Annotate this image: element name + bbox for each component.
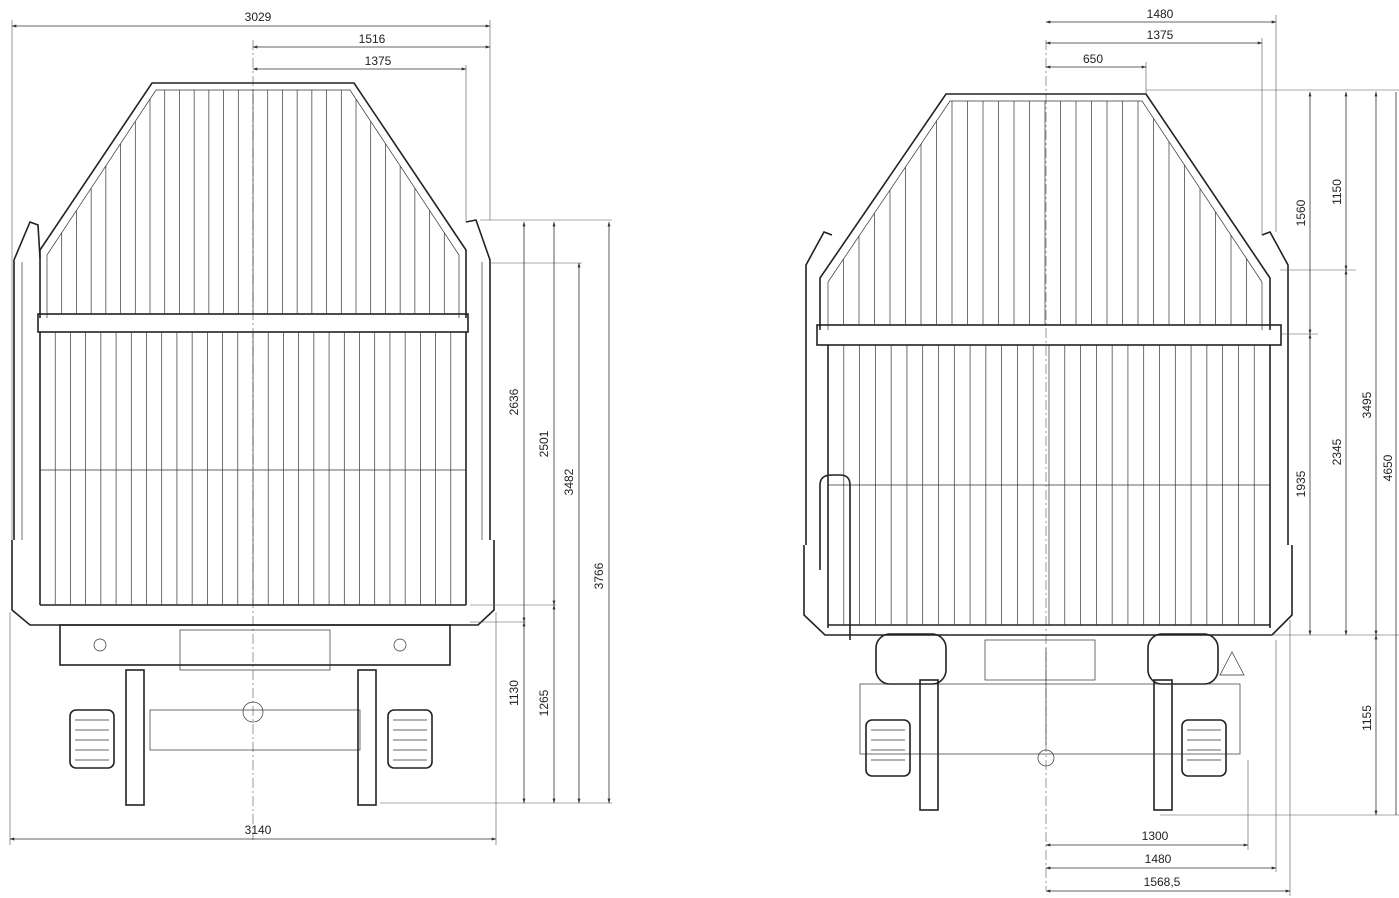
left-slats-bottom (54, 332, 452, 605)
dim-r-1935-label: 1935 (1294, 470, 1308, 497)
right-stake-right (1261, 231, 1289, 545)
left-spring-left (69, 709, 115, 769)
left-coupler-box (179, 629, 331, 671)
right-spring-right (1181, 719, 1227, 777)
warning-triangle-icon (1219, 651, 1245, 676)
right-gable-inner (827, 100, 1263, 330)
dim-3482-label: 3482 (562, 468, 576, 495)
right-slats-bottom (843, 345, 1255, 625)
right-stake-left (465, 219, 491, 540)
right-wagon-view: 1480 1375 650 1560 1150 1935 2345 3495 1… (803, 7, 1399, 896)
right-grab-handle (819, 474, 851, 640)
left-spring-right (387, 709, 433, 769)
dim-r-1375-label: 1375 (1147, 28, 1174, 42)
dim-r-b1480-label: 1480 (1145, 852, 1172, 866)
dim-r-1568-label: 1568,5 (1144, 875, 1181, 889)
dim-r-1155-label: 1155 (1360, 705, 1374, 731)
dim-r-3495-label: 3495 (1360, 391, 1374, 418)
left-wheel-left (125, 669, 145, 806)
left-bolt-r (393, 638, 407, 652)
right-buffer-right (1147, 633, 1219, 685)
right-transverse-beam (816, 324, 1282, 346)
left-wagon-view: 3029 1516 1375 2636 2501 3482 3766 1130 … (9, 10, 612, 845)
dim-1265-label: 1265 (537, 689, 551, 716)
left-slats-top (61, 90, 445, 314)
dim-2501-label: 2501 (537, 430, 551, 457)
right-stake-left (805, 231, 833, 545)
left-bolt (93, 638, 107, 652)
dim-r-1300-label: 1300 (1142, 829, 1169, 843)
dim-1130-label: 1130 (507, 680, 521, 706)
right-spring-left (865, 719, 911, 777)
right-coupler-box (984, 639, 1096, 681)
dim-r-1150-label: 1150 (1330, 179, 1344, 205)
left-underframe (59, 624, 451, 666)
right-underframe (859, 683, 1241, 755)
left-hub (242, 701, 264, 723)
dim-1516-label: 1516 (359, 32, 386, 46)
dim-1375-label: 1375 (365, 54, 392, 68)
right-wheel-right (1153, 679, 1173, 811)
left-axle-box (149, 709, 361, 751)
right-slats-top (843, 101, 1247, 325)
dim-2636-label: 2636 (507, 388, 521, 415)
dim-r-1480-label: 1480 (1147, 7, 1174, 21)
right-wheel-left (919, 679, 939, 811)
right-coupler-hook (1037, 749, 1055, 767)
left-wheel-right (357, 669, 377, 806)
dim-3766-label: 3766 (592, 562, 606, 589)
left-stake-left (13, 220, 41, 540)
dim-r-2345-label: 2345 (1330, 438, 1344, 465)
right-buffer-left (875, 633, 947, 685)
right-gable-outline (819, 93, 1271, 330)
right-lower-frame (803, 545, 1293, 636)
dim-r-4650-label: 4650 (1381, 454, 1395, 481)
dim-r-1560-label: 1560 (1294, 199, 1308, 226)
dim-3029-label: 3029 (245, 10, 272, 24)
dim-3140-label: 3140 (245, 823, 272, 837)
left-gable-outline (39, 82, 467, 318)
dim-r-650-label: 650 (1083, 52, 1103, 66)
